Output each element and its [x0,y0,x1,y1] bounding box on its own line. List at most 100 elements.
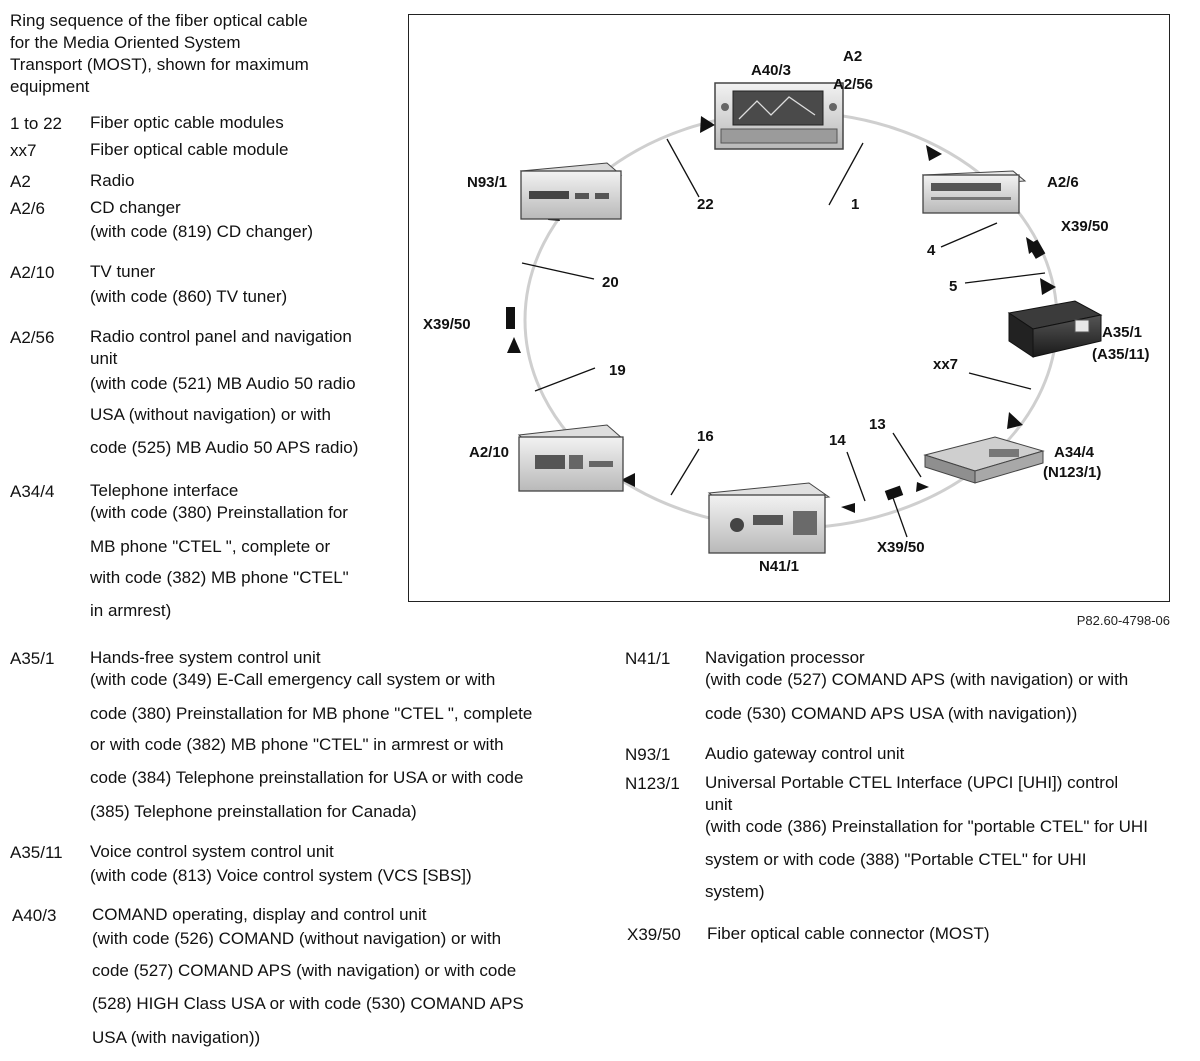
label-a34-4: A34/4 [1054,444,1095,461]
legend-code: 1 to 22 [10,114,62,133]
leader-line [534,367,596,392]
legend-line: code (525) MB Audio 50 APS radio) [90,438,359,457]
legend-line: unit [90,349,118,368]
intro-line: Transport (MOST), shown for maximum [10,55,309,74]
legend-line: Radio control panel and navigation [90,327,352,346]
ring-arrow [507,337,521,353]
legend-code: xx7 [10,141,37,160]
legend-code: N93/1 [625,745,671,764]
leader-line [940,222,998,248]
legend-line: with code (382) MB phone "CTEL" [90,568,349,587]
label-a2-6: A2/6 [1047,174,1079,191]
leader-line [968,372,1032,390]
intro-line: Ring sequence of the fiber optical cable [10,11,308,30]
legend-line: (with code (819) CD changer) [90,222,313,241]
ring-arrow [1007,412,1023,429]
connector-x39-50 [1027,239,1046,259]
legend-line: (with code (527) COMAND APS (with naviga… [705,670,1129,689]
ring-diagram: A2 A40/3 A2/56 A2/6 N93/1 X39/50 X39/50 … [408,14,1170,602]
label-a2-56: A2/56 [833,76,873,93]
legend-line: system or with code (388) "Portable CTEL… [705,850,1087,869]
ring-arrow [700,116,715,133]
legend-line: Radio [90,171,135,190]
label-a35-1: A35/1 [1102,324,1142,341]
label-1: 1 [851,196,859,213]
leader-line [964,272,1046,284]
leader-line [828,142,864,206]
legend-line: (with code (521) MB Audio 50 radio [90,374,356,393]
most-ring-diagram: A2 A40/3 A2/56 A2/6 N93/1 X39/50 X39/50 … [423,48,1150,575]
ring-arrow [841,503,855,513]
legend-line: MB phone "CTEL ", complete or [90,537,331,556]
intro-line: equipment [10,77,90,96]
label-14: 14 [829,432,846,449]
legend-line: Audio gateway control unit [705,744,905,763]
device-a35-1 [1007,300,1103,358]
label-5: 5 [949,278,957,295]
legend-line: or with code (382) MB phone "CTEL" in ar… [90,735,504,754]
label-x39-50-bottom: X39/50 [877,539,925,556]
legend-code: A35/11 [10,843,63,862]
connector-x39-50 [506,307,515,329]
legend-line: code (384) Telephone preinstallation for… [90,768,524,787]
label-a40-3: A40/3 [751,62,791,79]
legend-line: code (530) COMAND APS USA (with navigati… [705,704,1078,723]
ring-arrow [621,473,635,487]
legend-line: TV tuner [90,262,156,281]
legend-line: USA (without navigation) or with [90,405,331,424]
label-20: 20 [602,274,619,291]
legend-line: (with code (349) E-Call emergency call s… [90,670,496,689]
label-x39-50-left: X39/50 [423,316,471,333]
label-a2-10: A2/10 [469,444,509,461]
legend-line: CD changer [90,198,181,217]
label-19: 19 [609,362,626,379]
leader-line [666,138,700,198]
leader-line [670,448,700,496]
legend-line: Fiber optical cable connector (MOST) [707,924,990,943]
label-x39-50-top: X39/50 [1061,218,1109,235]
device-n93-1 [519,162,623,220]
label-4: 4 [927,242,936,259]
legend-line: Fiber optical cable module [90,140,289,159]
ring-arrow [1040,278,1056,295]
device-a2-10 [517,424,625,492]
legend-line: Navigation processor [705,648,865,667]
ring-arrow [926,145,942,161]
legend-code: A2/6 [10,199,45,218]
label-13: 13 [869,416,886,433]
legend-code: A40/3 [12,906,57,925]
intro-text: Ring sequence of the fiber optical cable… [10,10,309,98]
device-n41-1 [707,482,831,554]
label-n123-1: (N123/1) [1043,464,1101,481]
label-22: 22 [697,196,714,213]
legend-code: A35/1 [10,649,55,668]
figure-reference: P82.60-4798-06 [1076,613,1170,628]
legend-line: Universal Portable CTEL Interface (UPCI … [705,773,1119,792]
legend-line: in armrest) [90,601,172,620]
device-a2-6 [921,170,1027,214]
legend-line: (with code (380) Preinstallation for [90,503,348,522]
legend-line: (with code (813) Voice control system (V… [90,866,472,885]
legend-line: system) [705,882,765,901]
label-xx7: xx7 [933,356,958,373]
legend-line: code (380) Preinstallation for MB phone … [90,704,533,723]
legend-code: A2/56 [10,328,55,347]
legend-line: Voice control system control unit [90,842,334,861]
legend-line: (385) Telephone preinstallation for Cana… [90,802,417,821]
label-a2: A2 [843,48,862,65]
legend-line: Hands-free system control unit [90,648,321,667]
label-16: 16 [697,428,714,445]
legend-line: (with code (386) Preinstallation for "po… [705,817,1148,836]
intro-line: for the Media Oriented System [10,33,241,52]
leader-line [521,262,595,280]
connector-x39-50 [884,485,904,501]
label-a35-11: (A35/11) [1092,346,1150,363]
legend-line: Fiber optic cable modules [90,113,284,132]
ring-arrow [916,482,929,492]
legend-line: unit [705,795,733,814]
label-n93-1: N93/1 [467,174,507,191]
legend-line: (with code (526) COMAND (without navigat… [92,929,502,948]
leader-line [891,494,908,538]
legend-line: Telephone interface [90,481,239,500]
leader-line [892,432,922,478]
